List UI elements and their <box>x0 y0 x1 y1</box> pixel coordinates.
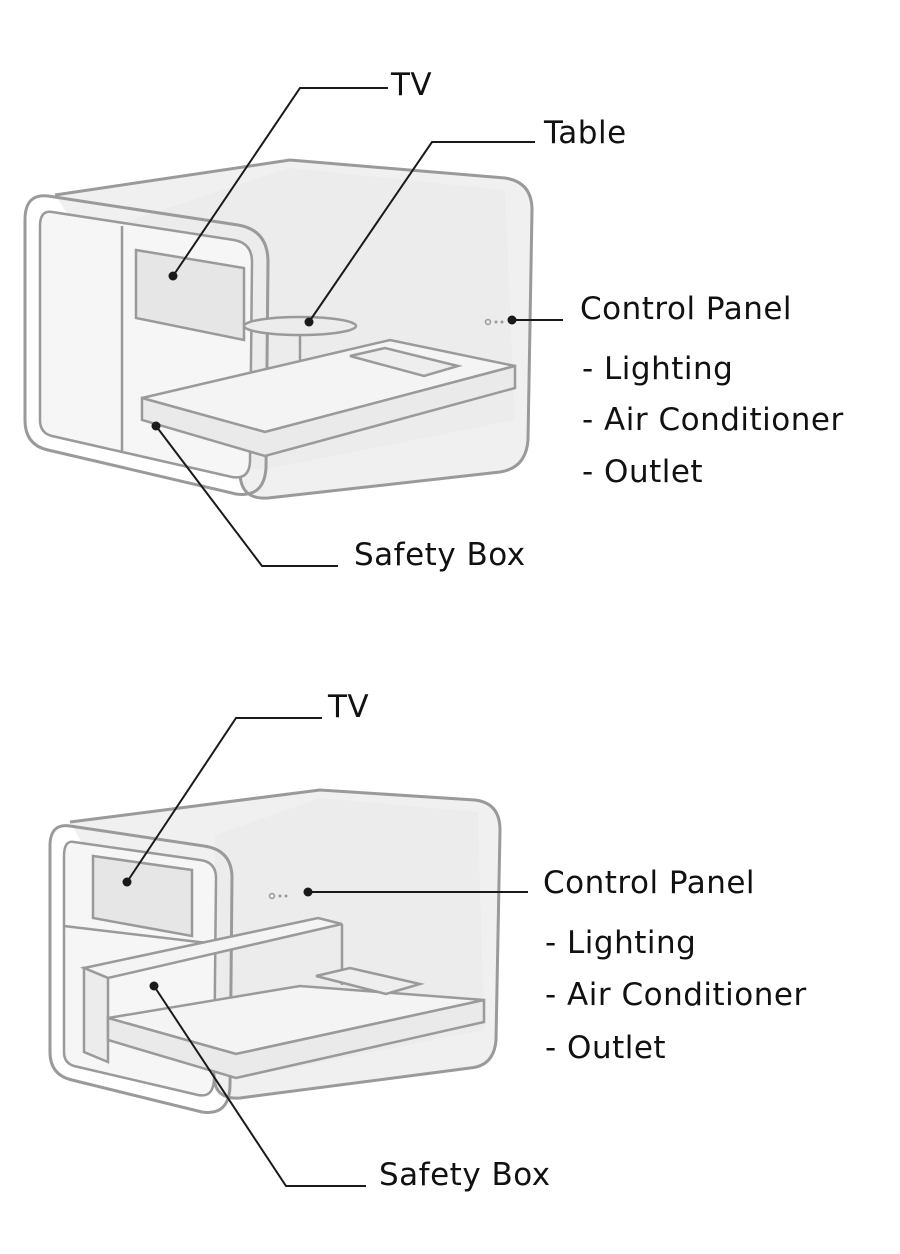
cabin-illustration <box>48 717 528 1187</box>
control-panel-leader-dot <box>303 887 313 897</box>
safety-box-leader-dot <box>149 981 159 991</box>
table-leader-line <box>308 141 535 323</box>
safety-box-leader-line <box>155 425 338 567</box>
table-label: Table <box>544 115 627 151</box>
pillow <box>315 966 425 996</box>
tv-screen <box>134 248 246 342</box>
upper-compartment-shelf <box>63 924 217 946</box>
feature-air-conditioner: - Air Conditioner <box>545 977 807 1013</box>
feature-outlet: - Outlet <box>582 454 704 490</box>
tv-leader-dot <box>168 271 178 281</box>
tv-label: TV <box>391 67 433 103</box>
control-panel-dot <box>494 320 498 324</box>
control-panel-dot <box>500 320 504 324</box>
tv-leader-line <box>172 87 388 277</box>
cabin-diagram-with-table: TV Table Control Panel - Lighting - Air … <box>0 0 900 620</box>
cabin-diagram-compact: TV Control Panel - Lighting - Air Condit… <box>0 620 900 1254</box>
control-panel-label: Control Panel <box>543 865 756 901</box>
front-frame-outer <box>23 194 270 496</box>
feature-lighting: - Lighting <box>545 925 697 961</box>
control-panel-label: Control Panel <box>580 291 793 327</box>
bed-side <box>140 364 517 458</box>
front-frame-outer <box>48 824 234 1114</box>
pillow <box>349 346 463 378</box>
tv-leader-line <box>126 717 322 883</box>
safety-box-label: Safety Box <box>354 537 526 573</box>
feature-outlet: - Outlet <box>545 1030 667 1066</box>
table-leader-dot <box>304 317 314 327</box>
feature-air-conditioner: - Air Conditioner <box>582 402 844 438</box>
upper-bunk-face <box>82 966 110 1064</box>
tv-screen <box>91 854 194 938</box>
feature-lighting: - Lighting <box>582 351 734 387</box>
control-panel-dot <box>484 318 492 326</box>
control-panel-dot <box>284 894 288 898</box>
tv-leader-dot <box>122 877 132 887</box>
control-panel-leader-dot <box>507 315 517 325</box>
safety-box-label: Safety Box <box>379 1157 551 1193</box>
control-panel-dot <box>278 894 282 898</box>
safety-box-leader-dot <box>151 421 161 431</box>
cabin-illustration <box>23 87 563 567</box>
tv-label: TV <box>328 689 370 725</box>
control-panel-dot <box>268 892 276 900</box>
table-top <box>242 315 358 337</box>
safety-box-leader-line <box>153 985 366 1187</box>
